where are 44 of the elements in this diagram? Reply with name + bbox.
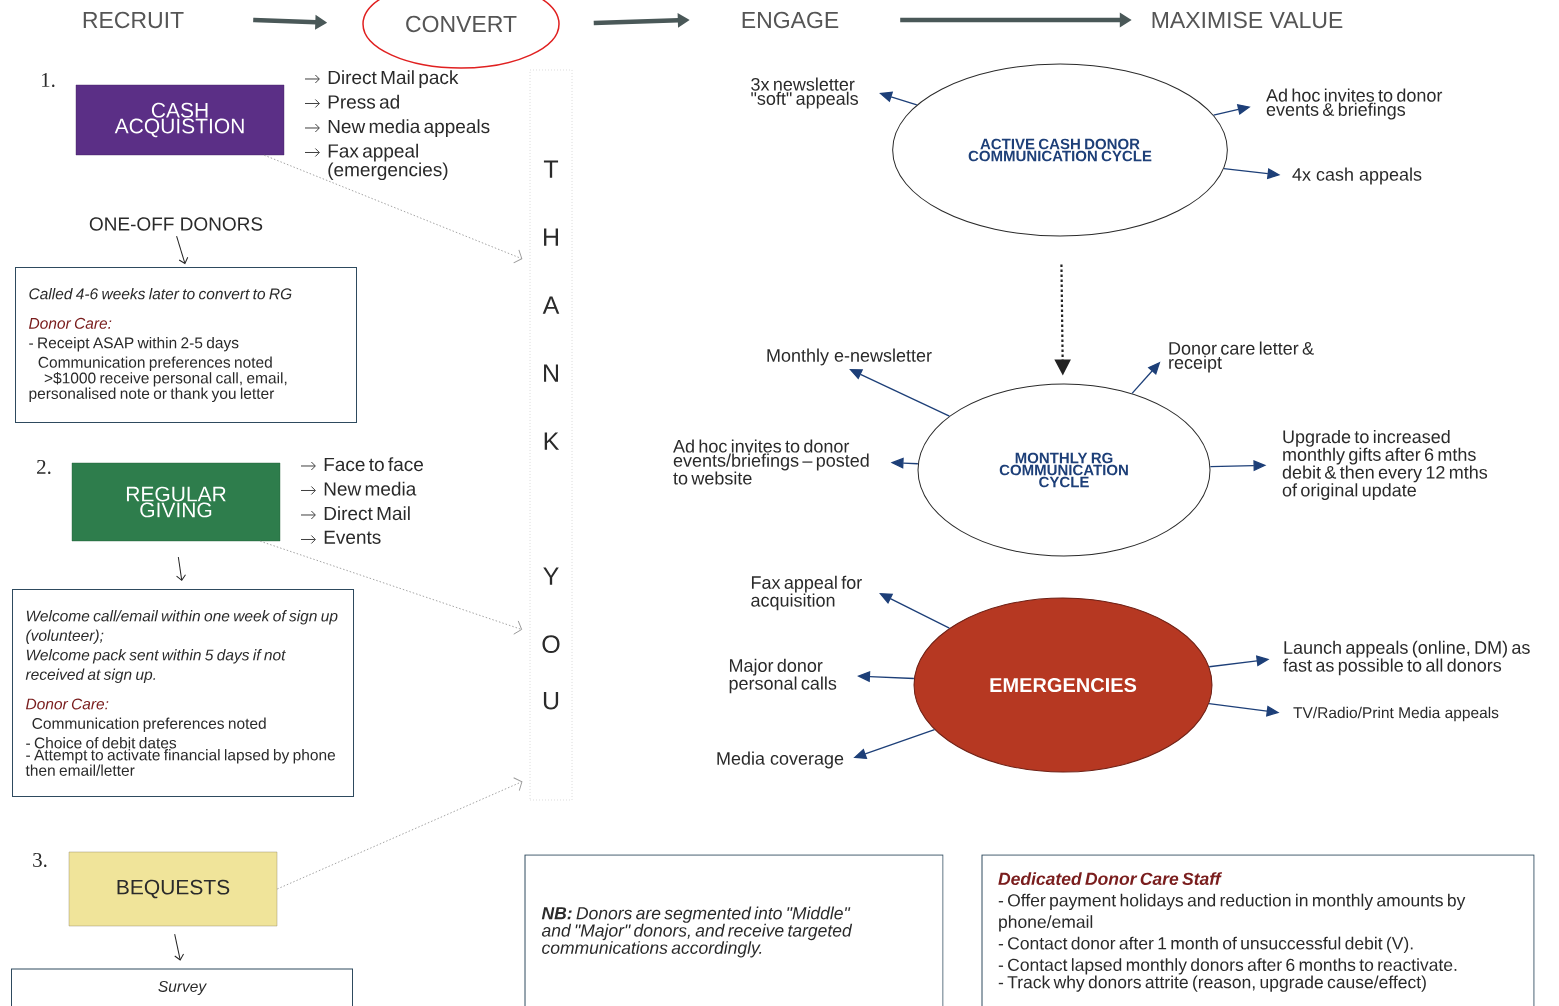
outcome-text: Monthly e-newsletter [767, 348, 932, 366]
arrow [276, 777, 523, 890]
channel-item: Direct Mail pack [328, 70, 459, 88]
channel-item: Face to face [324, 457, 423, 472]
notes-box: Called 4-6 weeks later to convert to RG Donor Care: - Receipt ASAP within 2-5 days Communication preferences noted >$1000 receive personal call, email, personalised note or thank you letter [15, 267, 357, 423]
notes-box: Survey [11, 968, 353, 1006]
channel-item: Fax appeal (emergencies) [328, 143, 448, 181]
column-heading: ENGAGE [742, 11, 839, 29]
outcome-text: TV/Radio/Print Media appeals [1293, 706, 1499, 722]
outcome-text: Donor care letter & receipt [1169, 341, 1314, 373]
arrow [263, 154, 523, 264]
arrow [176, 556, 186, 581]
stage-box: CASH ACQUISTION [75, 84, 285, 156]
outcome-text: Major donor personal calls [729, 658, 837, 694]
column-heading: RECRUIT [83, 11, 184, 29]
outcome-text: Upgrade to increased monthly gifts after 6 mths debit & then every 12 mths of original update [1282, 429, 1488, 501]
arrow [176, 235, 189, 264]
channel-item: Direct Mail [324, 506, 410, 521]
column-heading: CONVERT [362, 0, 560, 69]
arrow [879, 593, 950, 629]
outcome-text: 3x newsletter "soft" appeals [751, 77, 859, 109]
note-box: NB: Donors are segmented into "Middle" and "Major" donors, and receive targeted communications accordingly. [524, 854, 944, 1006]
arrow [174, 933, 185, 961]
outcome-text: Media coverage [717, 751, 844, 769]
step-number: 1. [42, 72, 55, 88]
channel-item: New media [324, 481, 417, 496]
outcome-text: 4x cash appeals [1292, 167, 1422, 185]
channel-item: Press ad [328, 94, 399, 109]
step-number: 3. [33, 852, 47, 868]
outcome-text: Fax appeal for acquisition [751, 575, 862, 611]
stage-box: BEQUESTS [68, 851, 278, 927]
step-number: 2. [37, 459, 51, 475]
note-box: Dedicated Donor Care Staff - Offer payment holidays and reduction in monthly amounts by phone/email - Contact donor after 1 month of unsuccessful debit (V). - Contact lapsed monthly donors after 6 months to reactivate. - Track why donors attrite (reason, upgrade cause/effect) [981, 854, 1535, 1006]
thank-you-column: T H A N K Y O U [529, 69, 573, 801]
column-heading: MAXIMISE VALUE [1152, 11, 1343, 29]
stage-box: REGULAR GIVING [71, 462, 281, 542]
channel-item: Events [324, 530, 381, 544]
arrow [259, 540, 523, 635]
outcome-text: Ad hoc invites to donor events & briefings [1266, 88, 1443, 120]
group-heading: ONE-OFF DONORS [89, 217, 263, 231]
outcome-text: Ad hoc invites to donor events/briefings – posted to website [673, 439, 869, 485]
notes-box: Welcome call/email within one week of sign up (volunteer); Welcome pack sent within 5 days if not received at sign up. Donor Care: Communication preferences noted - Choice of debit dates - Attempt to activate financial lapsed by phone then email/letter [12, 589, 354, 797]
outcome-text: Launch appeals (online, DM) as fast as possible to all donors [1283, 640, 1530, 676]
channel-item: New media appeals [328, 119, 490, 137]
